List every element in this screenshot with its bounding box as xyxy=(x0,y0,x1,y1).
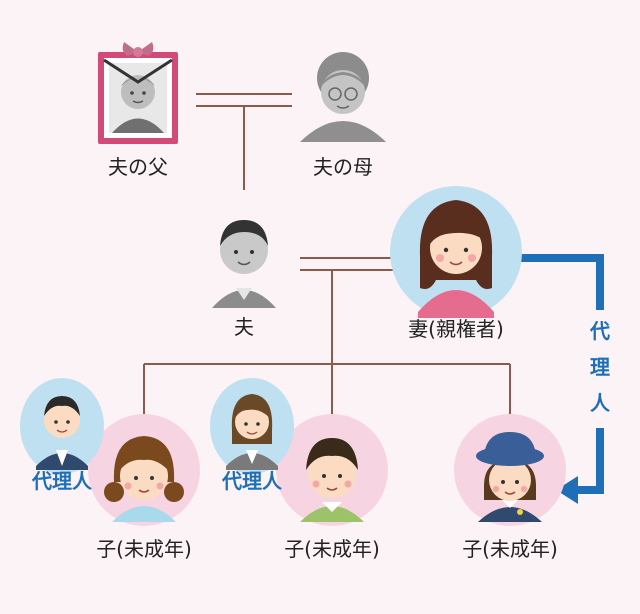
husband-label: 夫 xyxy=(234,315,254,339)
child2-avatar xyxy=(276,414,388,526)
child1-label: 子(未成年) xyxy=(96,537,192,561)
mourning-ribbon-band xyxy=(103,58,173,84)
businesswoman-icon xyxy=(226,394,278,470)
husband-mother-label: 夫の母 xyxy=(313,155,373,179)
child3-label: 子(未成年) xyxy=(462,537,558,561)
boy-icon xyxy=(300,438,364,522)
mourning-ribbon-icon xyxy=(122,42,154,57)
businessman-icon xyxy=(36,396,88,470)
wife-proxy-char-3: 人 xyxy=(590,391,611,415)
man-icon xyxy=(212,220,276,308)
wife-avatar xyxy=(390,186,522,318)
kindergarten-girl-icon xyxy=(476,432,544,522)
wife-label: 妻(親権者) xyxy=(408,317,504,341)
grandfather-portrait-icon xyxy=(112,75,164,133)
family-lines xyxy=(143,93,511,418)
woman-icon xyxy=(418,200,494,318)
wife-proxy-label: 代 理 人 xyxy=(589,319,611,415)
grandmother-icon xyxy=(300,52,386,142)
wife-proxy-char-2: 理 xyxy=(590,355,610,379)
child3-avatar xyxy=(454,414,566,526)
agent1-label: 代理人 xyxy=(31,469,93,493)
child2-label: 子(未成年) xyxy=(284,537,380,561)
husband-father-label: 夫の父 xyxy=(108,155,168,179)
child1-avatar xyxy=(88,414,200,526)
agent1-bubble: 代理人 xyxy=(20,378,104,493)
proxy-arrow xyxy=(508,254,604,504)
husband-father-portrait xyxy=(98,42,178,144)
agent2-label: 代理人 xyxy=(221,469,283,493)
agent2-bubble: 代理人 xyxy=(210,378,294,493)
wife-proxy-char-1: 代 xyxy=(589,319,610,343)
girl-icon xyxy=(104,436,184,522)
